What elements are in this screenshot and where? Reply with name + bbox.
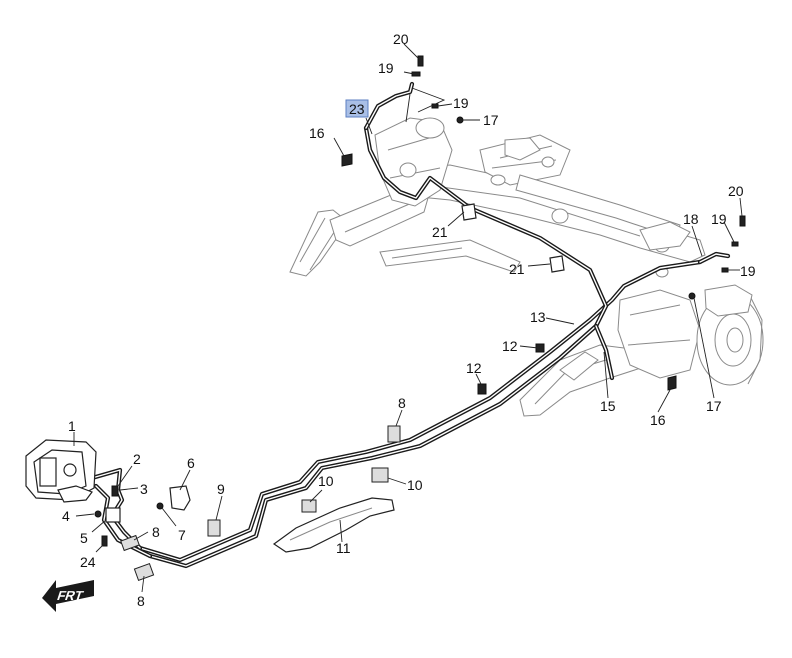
callout-20-left[interactable]: 20 <box>393 31 409 47</box>
callout-17-left[interactable]: 17 <box>483 112 499 128</box>
callout-16-right[interactable]: 16 <box>650 412 666 428</box>
clamp-21b <box>549 255 565 273</box>
nut-17b <box>688 292 696 300</box>
bolt-7 <box>156 502 164 510</box>
callout-8-lower[interactable]: 8 <box>137 593 145 609</box>
front-direction-marker: FRT <box>42 580 94 612</box>
bracket-5 <box>105 507 121 523</box>
callout-8-upper[interactable]: 8 <box>152 524 160 540</box>
callout-20-right[interactable]: 20 <box>728 183 744 199</box>
abs-module <box>25 439 97 503</box>
callout-8-mid[interactable]: 8 <box>398 395 406 411</box>
callout-19-right-lower[interactable]: 19 <box>740 263 756 279</box>
callout-24[interactable]: 24 <box>80 554 96 570</box>
callout-15[interactable]: 15 <box>600 398 616 414</box>
callout-18[interactable]: 18 <box>683 211 699 227</box>
callout-6[interactable]: 6 <box>187 455 195 471</box>
callout-19-right-top[interactable]: 19 <box>711 211 727 227</box>
callout-23[interactable]: 23 <box>349 101 365 117</box>
bolt-4 <box>94 510 102 518</box>
fitting-24 <box>101 535 108 547</box>
callout-10-right[interactable]: 10 <box>407 477 423 493</box>
callout-17-right[interactable]: 17 <box>706 398 722 414</box>
frt-label: FRT <box>55 588 85 603</box>
underbody-shield <box>272 497 395 553</box>
clip-9 <box>207 519 221 537</box>
bolt-16a <box>341 153 353 167</box>
callout-labels: 1 2 3 4 5 6 7 8 8 8 9 10 10 11 12 12 13 … <box>62 31 756 609</box>
callout-21-upper[interactable]: 21 <box>432 224 448 240</box>
callout-19-left-caliper[interactable]: 19 <box>453 95 469 111</box>
clip-12a <box>477 383 487 395</box>
callout-2[interactable]: 2 <box>133 451 141 467</box>
front-arrow-icon <box>42 580 94 612</box>
clip-10-upper <box>371 467 389 483</box>
callout-12-left[interactable]: 12 <box>466 360 482 376</box>
callout-21-lower[interactable]: 21 <box>509 261 525 277</box>
callout-23-highlight[interactable] <box>345 99 369 118</box>
leader-lines <box>73 43 743 593</box>
bleeder-20b <box>739 215 746 227</box>
clip-10-lower <box>301 499 317 513</box>
rear-subframe <box>289 117 764 417</box>
clip-8b <box>133 562 155 582</box>
brake-pipes <box>89 81 731 569</box>
callout-16-left[interactable]: 16 <box>309 125 325 141</box>
clip-8c <box>387 425 401 443</box>
fitting-3 <box>111 485 119 497</box>
clip-19c <box>731 241 739 247</box>
callout-3[interactable]: 3 <box>140 481 148 497</box>
callout-13[interactable]: 13 <box>530 309 546 325</box>
callout-19-top[interactable]: 19 <box>378 60 394 76</box>
callout-7[interactable]: 7 <box>178 527 186 543</box>
callout-9[interactable]: 9 <box>217 481 225 497</box>
bolt-16b <box>667 375 677 391</box>
callout-11[interactable]: 11 <box>336 540 351 556</box>
callout-1[interactable]: 1 <box>68 418 76 434</box>
bleeder-20a <box>417 55 424 67</box>
bracket-6 <box>169 485 191 511</box>
callout-12-right[interactable]: 12 <box>502 338 518 354</box>
clamp-21a <box>461 203 477 221</box>
callout-4[interactable]: 4 <box>62 508 70 524</box>
callout-10-left[interactable]: 10 <box>318 473 334 489</box>
hardware <box>25 55 746 582</box>
callout-5[interactable]: 5 <box>80 530 88 546</box>
